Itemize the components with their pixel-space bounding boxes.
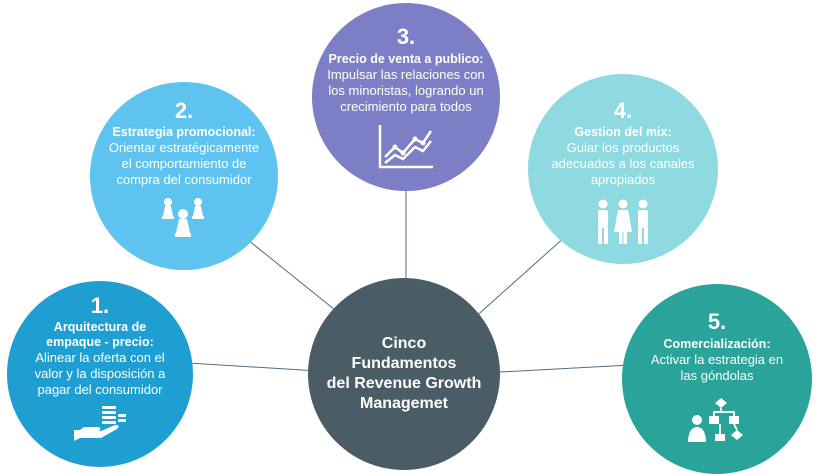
growth-chart-icon: [378, 125, 433, 169]
center-title-line2: Fundamentos: [351, 355, 457, 372]
fundamento-5-desc-line2: las góndolas: [680, 368, 754, 383]
fundamento-4-number: 4.: [613, 98, 633, 123]
fundamento-3-number: 3.: [396, 24, 416, 49]
fundamento-5-number: 5.: [707, 309, 727, 334]
fundamento-4-desc-line3: apropiados: [590, 172, 656, 187]
center-title-line1: Cinco: [381, 335, 427, 352]
fundamento-4-desc-line2: adecuados a los canales: [551, 156, 695, 171]
fundamento-3-desc-line3: crecimiento para todos: [340, 99, 472, 114]
center-circle: Cinco Fundamentos del Revenue Growth Man…: [308, 278, 500, 470]
fundamento-1-title-line2: empaque - precio:: [46, 335, 154, 349]
fundamento-1-desc-line2: valor y la disposición a: [34, 366, 166, 381]
fundamento-1-number: 1.: [90, 293, 110, 318]
connector-5: [499, 364, 631, 373]
fundamento-2-desc-line2: el comportamiento de: [121, 156, 247, 171]
fundamento-3-circle: 3. Precio de venta a publico: Impulsar l…: [312, 3, 500, 191]
fundamento-2-title: Estrategia promocional:: [112, 125, 256, 139]
fundamento-3-desc-line2: los minoristas, logrando un: [328, 83, 484, 98]
fundamento-1-circle: 1. Arquitectura de empaque - precio: Ali…: [7, 281, 193, 467]
fundamento-5-circle: 5. Comercialización: Activar la estrateg…: [622, 284, 812, 474]
fundamento-2-desc-line3: compra del consumidor: [116, 172, 252, 187]
flowchart-person-icon: [688, 398, 743, 442]
connector-4: [471, 235, 567, 321]
fundamento-2-number: 2.: [174, 98, 194, 123]
fundamento-1-desc-line1: Alinear la oferta con el: [35, 350, 165, 365]
center-title-line3: del Revenue Growth: [326, 375, 482, 392]
hand-coins-icon: [74, 406, 126, 441]
center-title-line4: Managemet: [359, 395, 449, 412]
fundamento-5-desc-line1: Activar la estrategia en: [650, 352, 784, 367]
fundamento-5-title: Comercialización:: [663, 337, 771, 351]
fundamento-3-title: Precio de venta a publico:: [328, 52, 484, 66]
fundamento-3-desc-line1: Impulsar las relaciones con: [327, 67, 485, 82]
fundamento-2-circle: 2. Estrategia promocional: Orientar estr…: [90, 82, 278, 270]
fundamento-2-desc-line1: Orientar estratégicamente: [108, 140, 260, 155]
fundamento-4-desc-line1: Guiar los productos: [566, 140, 680, 155]
fundamento-1-title-line1: Arquitectura de: [53, 320, 147, 334]
connector-1: [171, 361, 336, 373]
chess-pieces-icon: [162, 198, 204, 237]
people-group-icon: [598, 199, 648, 244]
fundamento-4-circle: 4. Gestion del mix: Guiar los productos …: [528, 74, 718, 264]
connector-2: [247, 239, 346, 319]
fundamento-1-desc-line3: pagar del consumidor: [37, 382, 163, 397]
fundamento-4-title: Gestion del mix:: [574, 125, 672, 139]
